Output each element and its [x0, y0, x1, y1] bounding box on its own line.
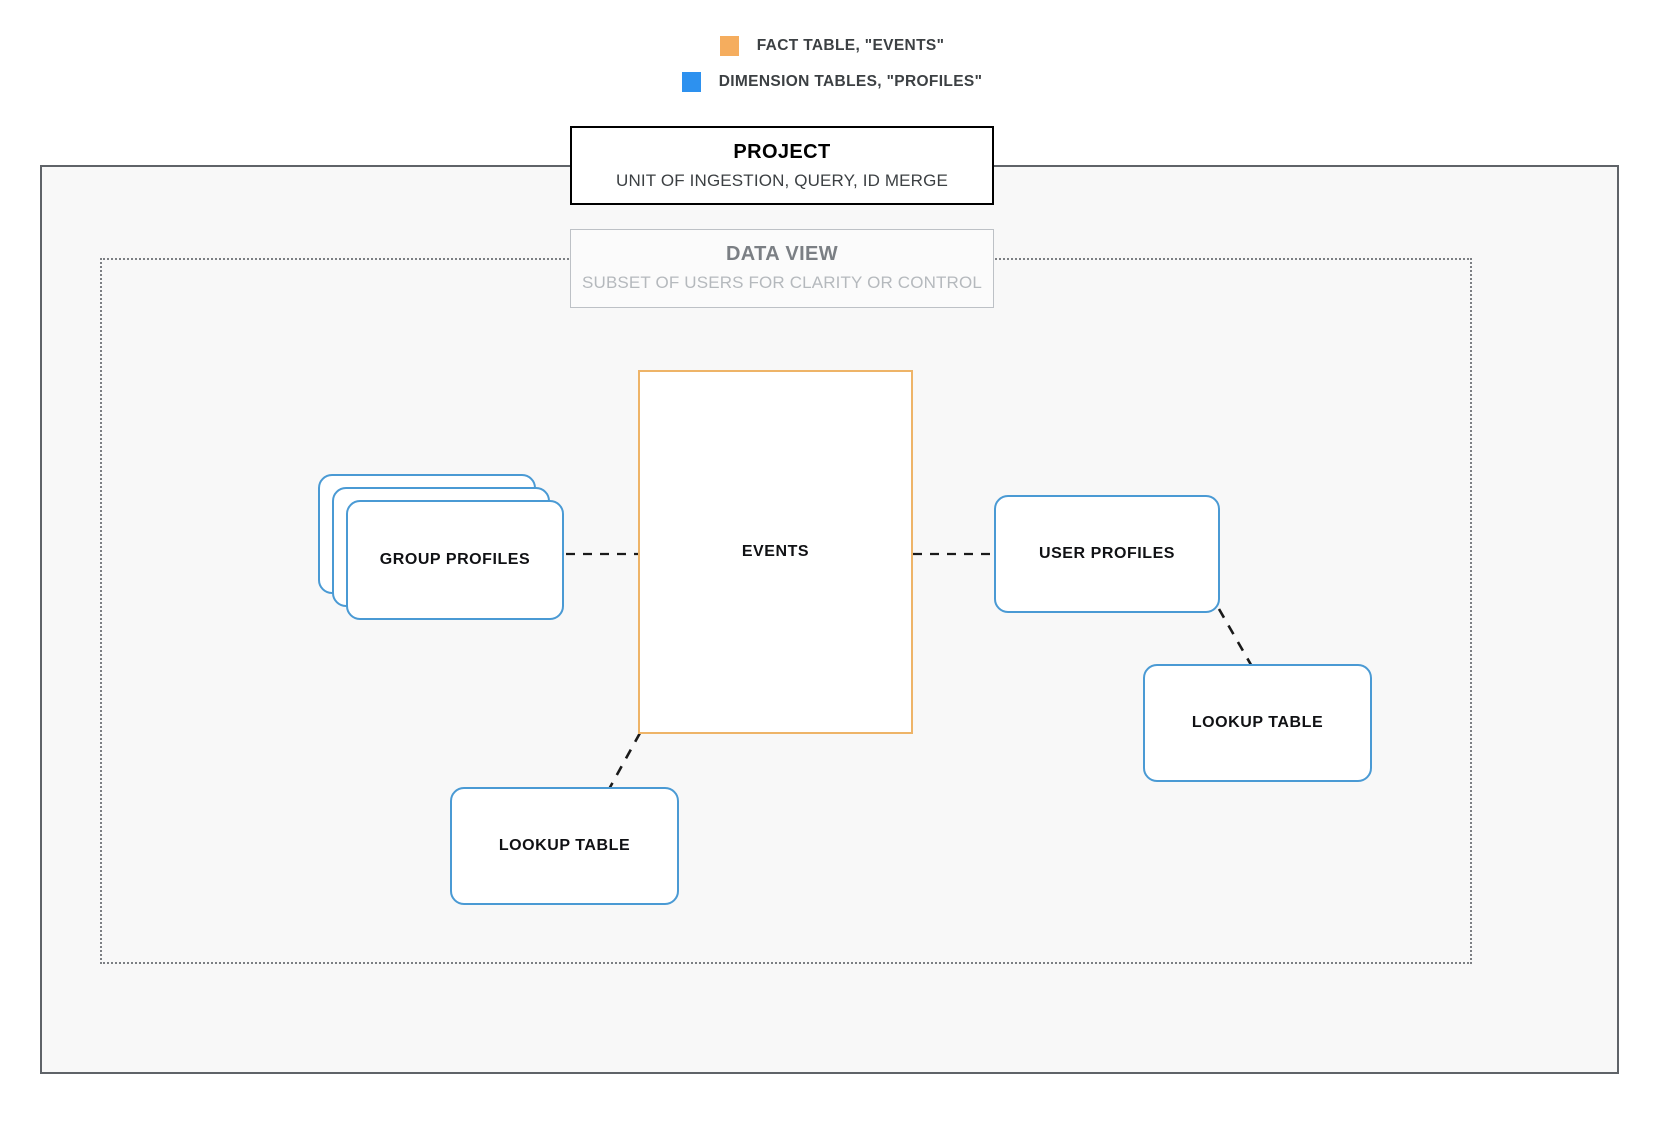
node-events-label: EVENTS: [741, 543, 810, 560]
legend-label-dimension-tables: DIMENSION TABLES, "PROFILES": [718, 73, 983, 90]
data-view-title: DATA VIEW: [725, 243, 839, 265]
data-view-title-box: DATA VIEW SUBSET OF USERS FOR CLARITY OR…: [570, 229, 994, 308]
project-title-box: PROJECT UNIT OF INGESTION, QUERY, ID MER…: [570, 126, 994, 205]
data-view-subtitle: SUBSET OF USERS FOR CLARITY OR CONTROL: [582, 273, 982, 292]
node-events[interactable]: EVENTS: [638, 370, 913, 734]
legend-label-fact-table: FACT TABLE, "EVENTS": [756, 37, 945, 54]
project-title: PROJECT: [733, 141, 831, 163]
node-user-profiles-label: USER PROFILES: [1038, 545, 1176, 562]
project-subtitle: UNIT OF INGESTION, QUERY, ID MERGE: [616, 171, 948, 190]
node-lookup-table-left[interactable]: LOOKUP TABLE: [450, 787, 679, 905]
group-profiles-stack-layer-front[interactable]: GROUP PROFILES: [346, 500, 564, 620]
legend-item-fact-table: FACT TABLE, "EVENTS": [0, 28, 1664, 64]
node-group-profiles-label: GROUP PROFILES: [379, 551, 531, 568]
legend-item-dimension-tables: DIMENSION TABLES, "PROFILES": [0, 64, 1664, 100]
node-lookup-table-right-label: LOOKUP TABLE: [1191, 714, 1324, 731]
node-lookup-table-right[interactable]: LOOKUP TABLE: [1143, 664, 1372, 782]
node-user-profiles[interactable]: USER PROFILES: [994, 495, 1220, 613]
node-lookup-table-left-label: LOOKUP TABLE: [498, 837, 631, 854]
square-swatch-icon: [719, 36, 739, 56]
legend: FACT TABLE, "EVENTS" DIMENSION TABLES, "…: [0, 28, 1664, 100]
square-swatch-icon: [681, 72, 701, 92]
